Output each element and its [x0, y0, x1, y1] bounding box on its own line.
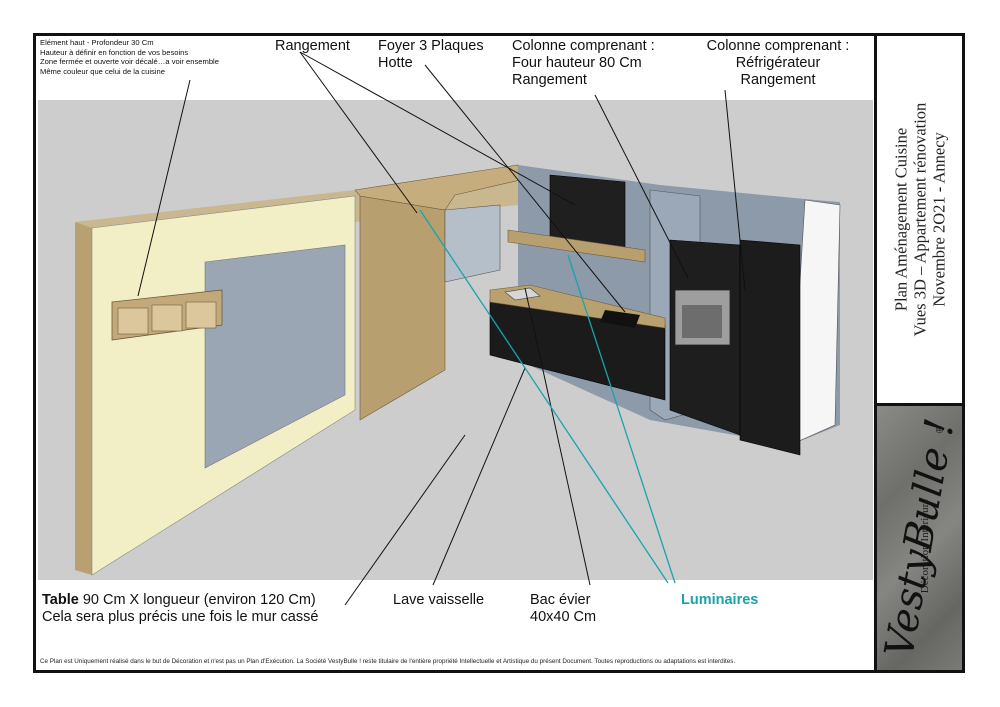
label-colonne-frigo: Colonne comprenant : Réfrigérateur Range…	[698, 38, 858, 89]
drawing-area	[36, 36, 874, 670]
left-wall-top-edge	[75, 222, 92, 575]
label-rangement: Rangement	[275, 38, 350, 54]
label-table: Table 90 Cm X longueur (environ 120 Cm) …	[42, 592, 318, 626]
title-line-1: Plan Aménagement Cuisine	[891, 127, 910, 312]
niche-box-3	[185, 301, 217, 329]
label-table-line2: Cela sera plus précis une fois le mur ca…	[42, 609, 319, 625]
cooktop	[600, 310, 640, 328]
label-foyer-line2: Hotte	[378, 55, 413, 71]
label-lave-vaisselle: Lave vaisselle	[393, 592, 485, 608]
title-block: Plan Aménagement Cuisine Vues 3D – Appar…	[877, 36, 962, 403]
note-line: Zone fermée et ouverte voir décalé…a voi…	[40, 57, 219, 66]
kitchen-3d-view	[38, 51, 873, 606]
label-bac-evier: Bac évier 40x40 Cm	[530, 592, 596, 626]
title-line-2: Vues 3D – Appartement rénovation	[910, 102, 929, 337]
oven-window	[682, 305, 722, 338]
tall-column-fridge	[739, 239, 801, 456]
logo-block: VestyBulle ! ® Décoration Intérieure	[877, 406, 962, 670]
label-table-bold: Table	[42, 592, 79, 608]
label-colonne-four-line1: Colonne comprenant :	[512, 38, 655, 54]
footer-disclaimer: Ce Plan est Uniquement réalisé dans le b…	[40, 658, 736, 665]
label-colonne-four-line3: Rangement	[512, 72, 587, 88]
label-bac-line2: 40x40 Cm	[530, 609, 597, 625]
note-line: Même couleur que celui de la cuisine	[40, 66, 165, 76]
label-foyer-line1: Foyer 3 Plaques	[378, 38, 484, 54]
label-luminaires: Luminaires	[681, 592, 759, 608]
label-table-rest: 90 Cm X longueur (environ 120 Cm)	[78, 592, 316, 608]
panel-divider-horizontal	[877, 403, 962, 406]
note-line: Hauteur à définir en fonction de vos bes…	[40, 47, 189, 57]
title-text: Plan Aménagement Cuisine Vues 3D – Appar…	[891, 103, 948, 337]
label-colonne-frigo-line3: Rangement	[740, 72, 816, 88]
title-line-3: Novembre 2O21 - Annecy	[929, 132, 948, 307]
doorway	[204, 244, 346, 469]
label-foyer: Foyer 3 Plaques Hotte	[378, 38, 484, 72]
brand-subtitle: Décoration Intérieure	[919, 498, 931, 594]
luminaires-leaders	[419, 209, 676, 584]
annotation-leaders	[137, 51, 746, 606]
label-colonne-four: Colonne comprenant : Four hauteur 80 Cm …	[512, 38, 655, 89]
sink	[504, 287, 541, 301]
label-colonne-frigo-line1: Colonne comprenant :	[706, 38, 850, 54]
note-line: Elément haut - Profondeur 30 Cm	[40, 38, 154, 47]
label-colonne-frigo-line2: Réfrigérateur	[735, 55, 821, 71]
label-bac-line1: Bac évier	[530, 592, 591, 608]
wall-shelf	[507, 229, 646, 263]
wall-opening	[444, 204, 501, 283]
registered-mark: ®	[935, 425, 947, 434]
panel-divider	[874, 36, 877, 670]
label-colonne-four-line2: Four hauteur 80 Cm	[512, 55, 642, 71]
niche-box-1	[117, 307, 149, 335]
upper-element-note: Elément haut - Profondeur 30 Cm Hauteur …	[40, 38, 219, 76]
niche-box-2	[151, 304, 183, 332]
